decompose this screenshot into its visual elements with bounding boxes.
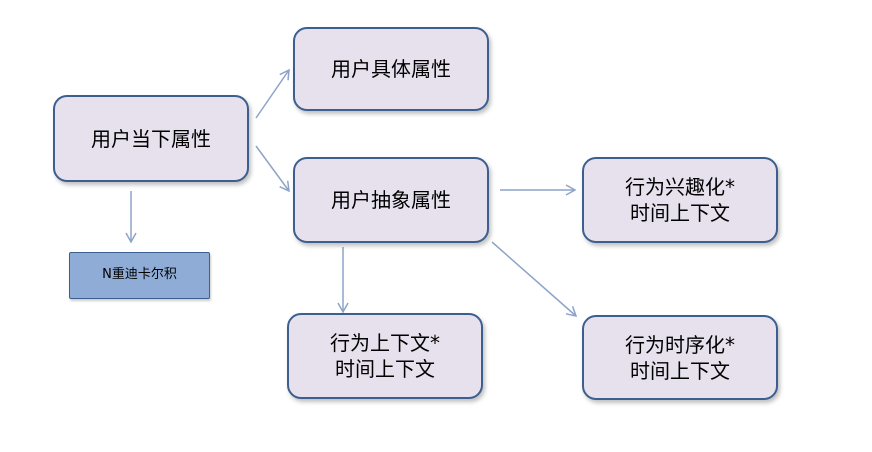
node-specific-attribute: 用户具体属性 (293, 27, 489, 111)
node-behavior-context-line2: 时间上下文 (335, 357, 435, 381)
arrow-current-to-specific (255, 68, 290, 119)
node-abstract-attribute-label: 用户抽象属性 (331, 188, 451, 212)
node-behavior-timing: 行为时序化* 时间上下文 (582, 315, 778, 400)
node-n-cartesian-product: N重迪卡尔积 (69, 252, 210, 299)
node-current-attribute: 用户当下属性 (53, 95, 249, 182)
node-specific-attribute-label: 用户具体属性 (331, 57, 451, 81)
node-behavior-interest-line2: 时间上下文 (630, 201, 730, 225)
node-behavior-context: 行为上下文* 时间上下文 (287, 313, 483, 399)
node-behavior-timing-line1: 行为时序化* (625, 332, 735, 357)
node-behavior-interest: 行为兴趣化* 时间上下文 (582, 157, 778, 243)
node-current-attribute-label: 用户当下属性 (91, 126, 211, 151)
arrow-current-to-abstract (255, 145, 290, 193)
node-behavior-interest-line1: 行为兴趣化* (625, 175, 735, 199)
node-behavior-context-line1: 行为上下文* (330, 331, 440, 355)
node-abstract-attribute: 用户抽象属性 (293, 157, 489, 243)
node-behavior-timing-line2: 时间上下文 (630, 358, 730, 383)
arrow-abstract-to-timing (491, 241, 578, 318)
node-n-cartesian-product-label: N重迪卡尔积 (102, 267, 177, 283)
